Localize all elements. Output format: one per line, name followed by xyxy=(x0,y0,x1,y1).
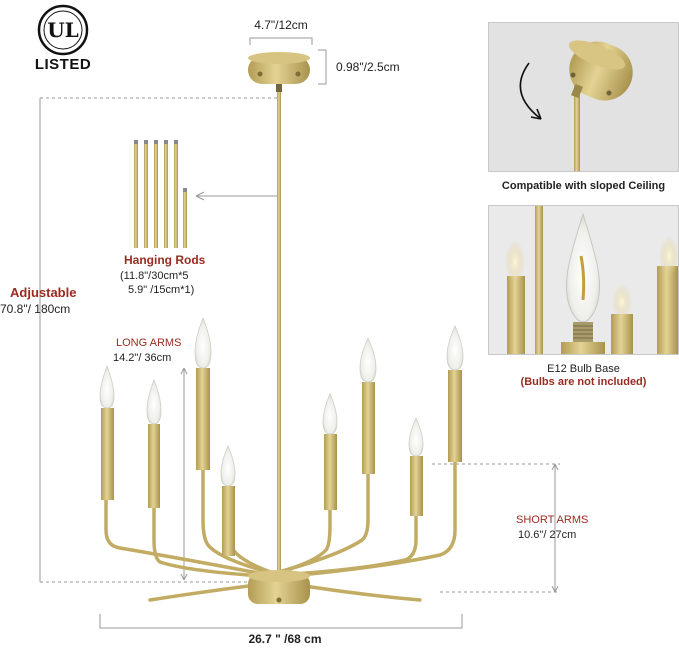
hanging-rods-line-2: 5.9" /15cm*1) xyxy=(128,284,195,296)
canopy-height-label: 0.98"/2.5cm xyxy=(336,60,400,74)
dimension-lines xyxy=(39,37,560,629)
long-arms-value: 14.2"/ 36cm xyxy=(113,352,172,364)
hanging-rods-title: Hanging Rods xyxy=(124,253,206,267)
bulb-base-illustration xyxy=(489,206,678,354)
hanging-rods-line-1: (11.8"/30cm*5 xyxy=(120,270,189,282)
long-arms-title: LONG ARMS xyxy=(116,337,182,349)
bulb-base-note: (Bulbs are not included) xyxy=(520,376,647,388)
sloped-ceiling-panel xyxy=(488,22,679,172)
adjustable-title: Adjustable xyxy=(10,285,77,300)
hanging-rods-illustration xyxy=(134,140,187,248)
sloped-ceiling-caption: Compatible with sloped Ceiling xyxy=(501,180,666,192)
ul-logo-letters: UL xyxy=(47,18,79,42)
short-arms-title: SHORT ARMS xyxy=(516,514,589,526)
short-arms-value: 10.6"/ 27cm xyxy=(518,529,577,541)
sloped-ceiling-illustration xyxy=(489,23,678,171)
total-width-label: 26.7 " /68 cm xyxy=(248,632,322,646)
ceiling-canopy xyxy=(248,52,310,92)
bulb-base-caption: E12 Bulb Base xyxy=(547,363,620,375)
ul-listed-label: LISTED xyxy=(34,56,92,73)
canopy-width-label: 4.7"/12cm xyxy=(254,18,308,32)
bulb-base-panel xyxy=(488,205,679,355)
ul-listed-logo xyxy=(37,4,89,56)
main-hanging-rod xyxy=(277,92,281,570)
candle-bulbs xyxy=(99,316,464,487)
center-hub xyxy=(248,570,310,604)
adjustable-value: 70.8"/ 180cm xyxy=(0,302,71,316)
chandelier-arms xyxy=(104,458,457,602)
candle-sleeves xyxy=(101,368,462,556)
